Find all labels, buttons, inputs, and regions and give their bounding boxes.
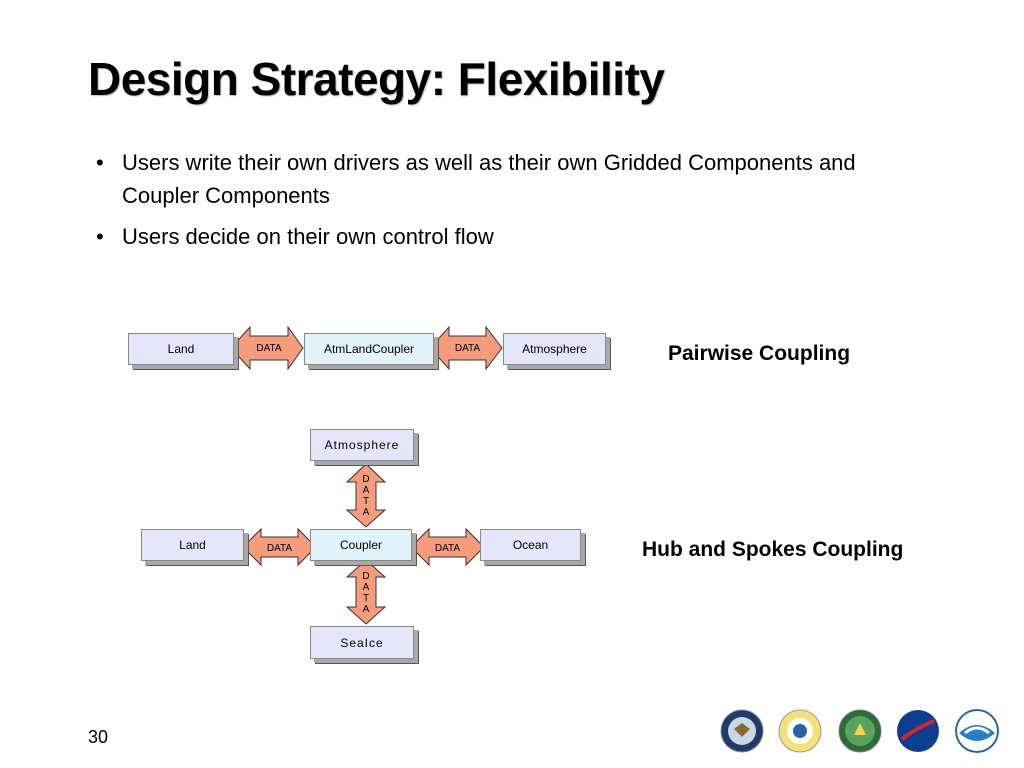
data-letter: A <box>362 507 370 518</box>
data-letter: A <box>362 582 370 593</box>
data-label: DATA <box>454 342 481 354</box>
pairwise-coupling-caption: Pairwise Coupling <box>668 342 851 365</box>
land-box-pairwise: Land <box>128 333 234 365</box>
doe-seal-icon <box>838 709 882 753</box>
coupler-box-hub: Coupler <box>310 529 412 561</box>
data-arrow-pairwise-left <box>230 325 304 371</box>
data-arrow-hub-top <box>345 463 387 528</box>
data-label: DATA <box>434 542 461 554</box>
bullet-text: Users write their own drivers as well as… <box>122 150 856 208</box>
data-letter: T <box>362 496 370 507</box>
data-vertical-label-bottom: D A T A <box>356 571 376 615</box>
atmosphere-box-pairwise: Atmosphere <box>503 333 606 365</box>
data-label: DATA <box>266 542 293 554</box>
seaice-box-hub: SeaIce <box>310 626 414 659</box>
atm-land-coupler-box: AtmLandCoupler <box>304 333 434 365</box>
noaa-logo-icon <box>955 709 999 753</box>
data-arrow-pairwise-right <box>429 325 503 371</box>
data-letter: T <box>362 593 370 604</box>
atmosphere-box-hub: Atmosphere <box>310 429 414 461</box>
nasa-logo-icon <box>897 710 939 752</box>
bullet-dot: • <box>96 150 104 175</box>
data-letter: D <box>362 474 370 485</box>
data-letter: D <box>362 571 370 582</box>
bullet-list: • Users write their own drivers as well … <box>96 146 926 261</box>
page-number: 30 <box>88 727 109 747</box>
data-label: DATA <box>256 342 282 354</box>
data-letter: A <box>362 604 370 615</box>
bullet-item: • Users write their own drivers as well … <box>96 146 926 212</box>
data-arrow-hub-bottom <box>345 559 387 625</box>
nsf-logo-icon <box>778 709 822 753</box>
dod-seal-icon <box>720 709 764 753</box>
data-letter: A <box>362 485 370 496</box>
slide-title: Design Strategy: Flexibility <box>88 53 665 105</box>
ocean-box-hub: Ocean <box>480 529 581 561</box>
data-vertical-label-top: D A T A <box>356 474 376 518</box>
land-box-hub: Land <box>141 529 244 561</box>
bullet-dot: • <box>96 224 104 249</box>
bullet-item: • Users decide on their own control flow <box>96 220 926 253</box>
bullet-text: Users decide on their own control flow <box>122 224 494 249</box>
hub-and-spokes-caption: Hub and Spokes Coupling <box>642 538 904 561</box>
